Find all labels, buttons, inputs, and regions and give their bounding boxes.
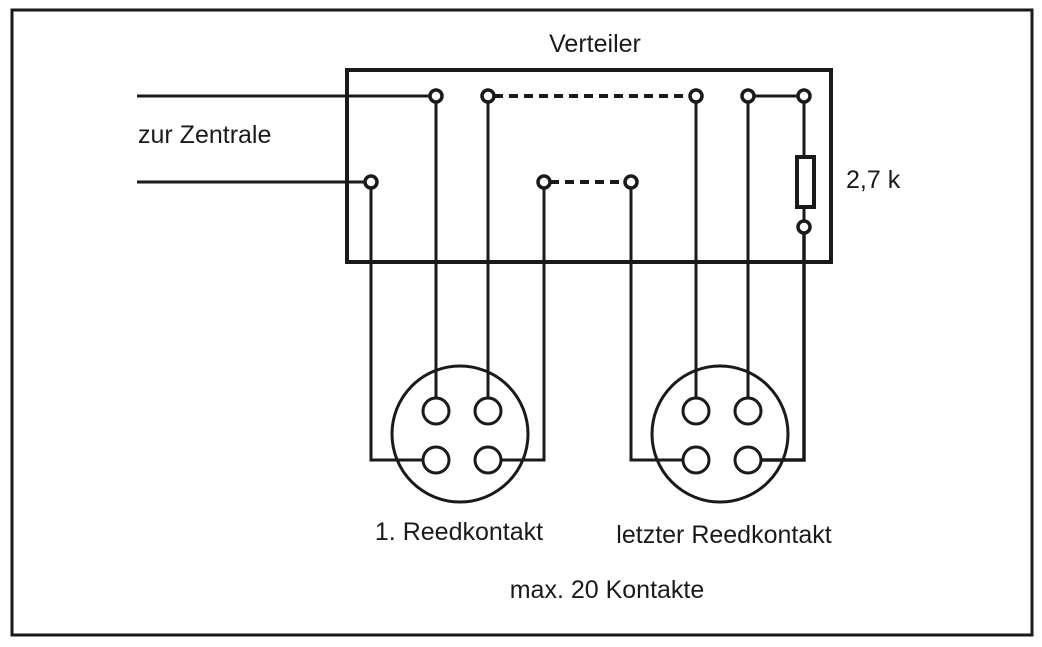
terminal: [536, 174, 552, 190]
contact-pin: [473, 445, 503, 475]
max-contacts-label: max. 20 Kontakte: [510, 576, 705, 604]
contact-pin: [421, 396, 451, 426]
last-reed-contact-icon: [650, 364, 790, 504]
last-contact-label: letzter Reedkontakt: [616, 521, 831, 549]
terminal: [740, 88, 756, 104]
contact-pin: [681, 396, 711, 426]
terminal: [363, 174, 379, 190]
central-unit-label: zur Zentrale: [138, 121, 271, 149]
resistor-label: 2,7 k: [846, 166, 901, 194]
terminal: [796, 88, 812, 104]
first-reed-contact-icon: [390, 364, 530, 504]
contact-pin: [733, 445, 763, 475]
resistor-icon: [795, 155, 816, 209]
terminal: [480, 88, 496, 104]
wire-last-contact-right: [748, 227, 806, 462]
wire-first-contact-left: [369, 182, 436, 462]
terminal: [796, 219, 812, 235]
wire-last-contact-left: [629, 182, 696, 462]
contact-pin: [421, 445, 451, 475]
terminal: [688, 88, 704, 104]
wire-first-contact-right: [488, 182, 546, 462]
contact-pin: [473, 396, 503, 426]
outer-frame: [10, 8, 1034, 637]
first-contact-label: 1. Reedkontakt: [375, 518, 543, 546]
distributor-box: [345, 68, 833, 264]
contact-pin: [681, 445, 711, 475]
contact-pin: [733, 396, 763, 426]
distributor-label: Verteiler: [549, 30, 641, 58]
terminal: [428, 88, 444, 104]
terminal: [623, 174, 639, 190]
